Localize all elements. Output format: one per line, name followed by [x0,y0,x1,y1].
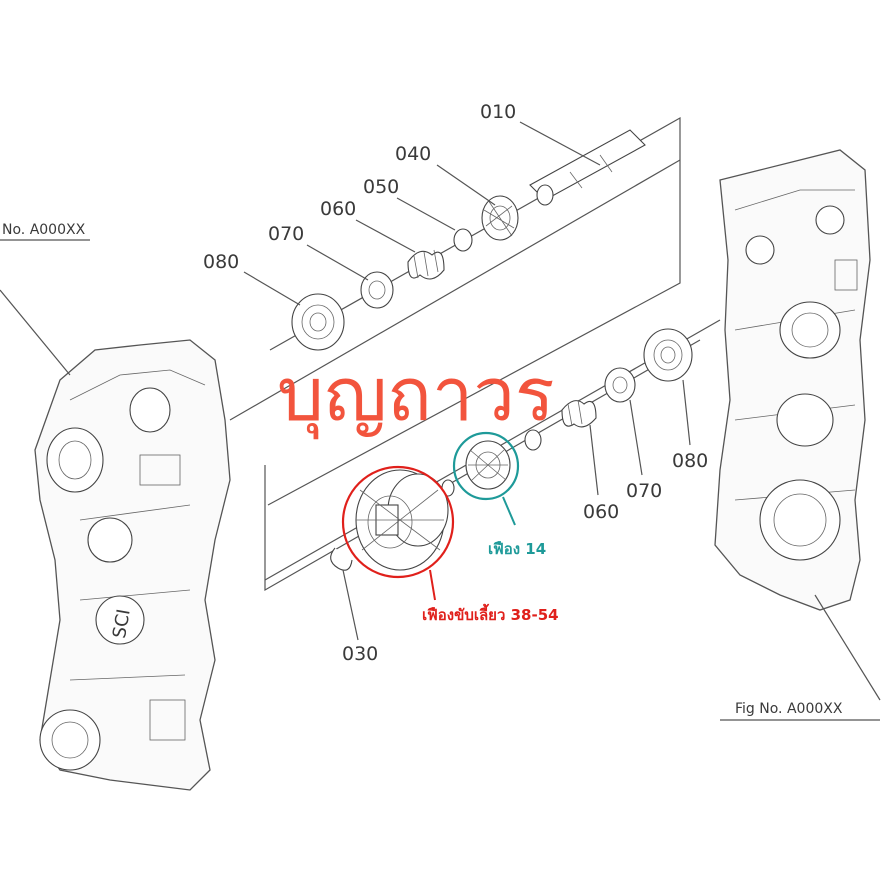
label-040: 040 [395,143,431,165]
label-080-top: 080 [203,251,239,273]
washer-070-top [360,271,394,309]
gear-steering-38-54 [355,469,449,571]
ring-small-bottom [524,429,542,451]
shop-watermark: บุญถาวร [277,352,555,440]
bearing-080-top [291,293,345,351]
left-transmission-housing: SCI [34,339,231,791]
label-010: 010 [480,101,516,123]
right-transmission-housing [714,149,871,611]
circlip-030 [330,547,353,571]
label-060-top: 060 [320,198,356,220]
label-080-bottom: 080 [672,450,708,472]
label-050: 050 [363,176,399,198]
housing-stamp-text: SCI [109,607,135,640]
teal-gear-annotation: เฟือง 14 [488,540,546,558]
red-leader-line [429,569,436,601]
washer-070-bottom [604,367,636,403]
upper-assembly-frame [267,116,681,506]
label-070-bottom: 070 [626,480,662,502]
gear-14-tooth [465,440,511,490]
gear-040 [481,195,519,241]
teal-highlight-circle [452,431,520,501]
spring-060-bottom [561,399,597,428]
red-highlight-circle [341,465,455,579]
label-060-bottom: 060 [583,501,619,523]
right-fig-ref: Fig No. A000XX [735,701,843,717]
bearing-080-bottom [643,328,693,382]
shaft-010 [529,129,646,206]
left-fig-ref: No. A000XX [2,222,86,238]
label-070-top: 070 [268,223,304,245]
red-gear-annotation: เฟืองขับเลี้ยว 38-54 [422,603,559,624]
label-030: 030 [342,643,378,665]
lower-assembly-frame [264,339,701,592]
spring-060-top [407,249,445,280]
ring-050 [453,228,473,252]
teal-leader-line [502,496,516,526]
